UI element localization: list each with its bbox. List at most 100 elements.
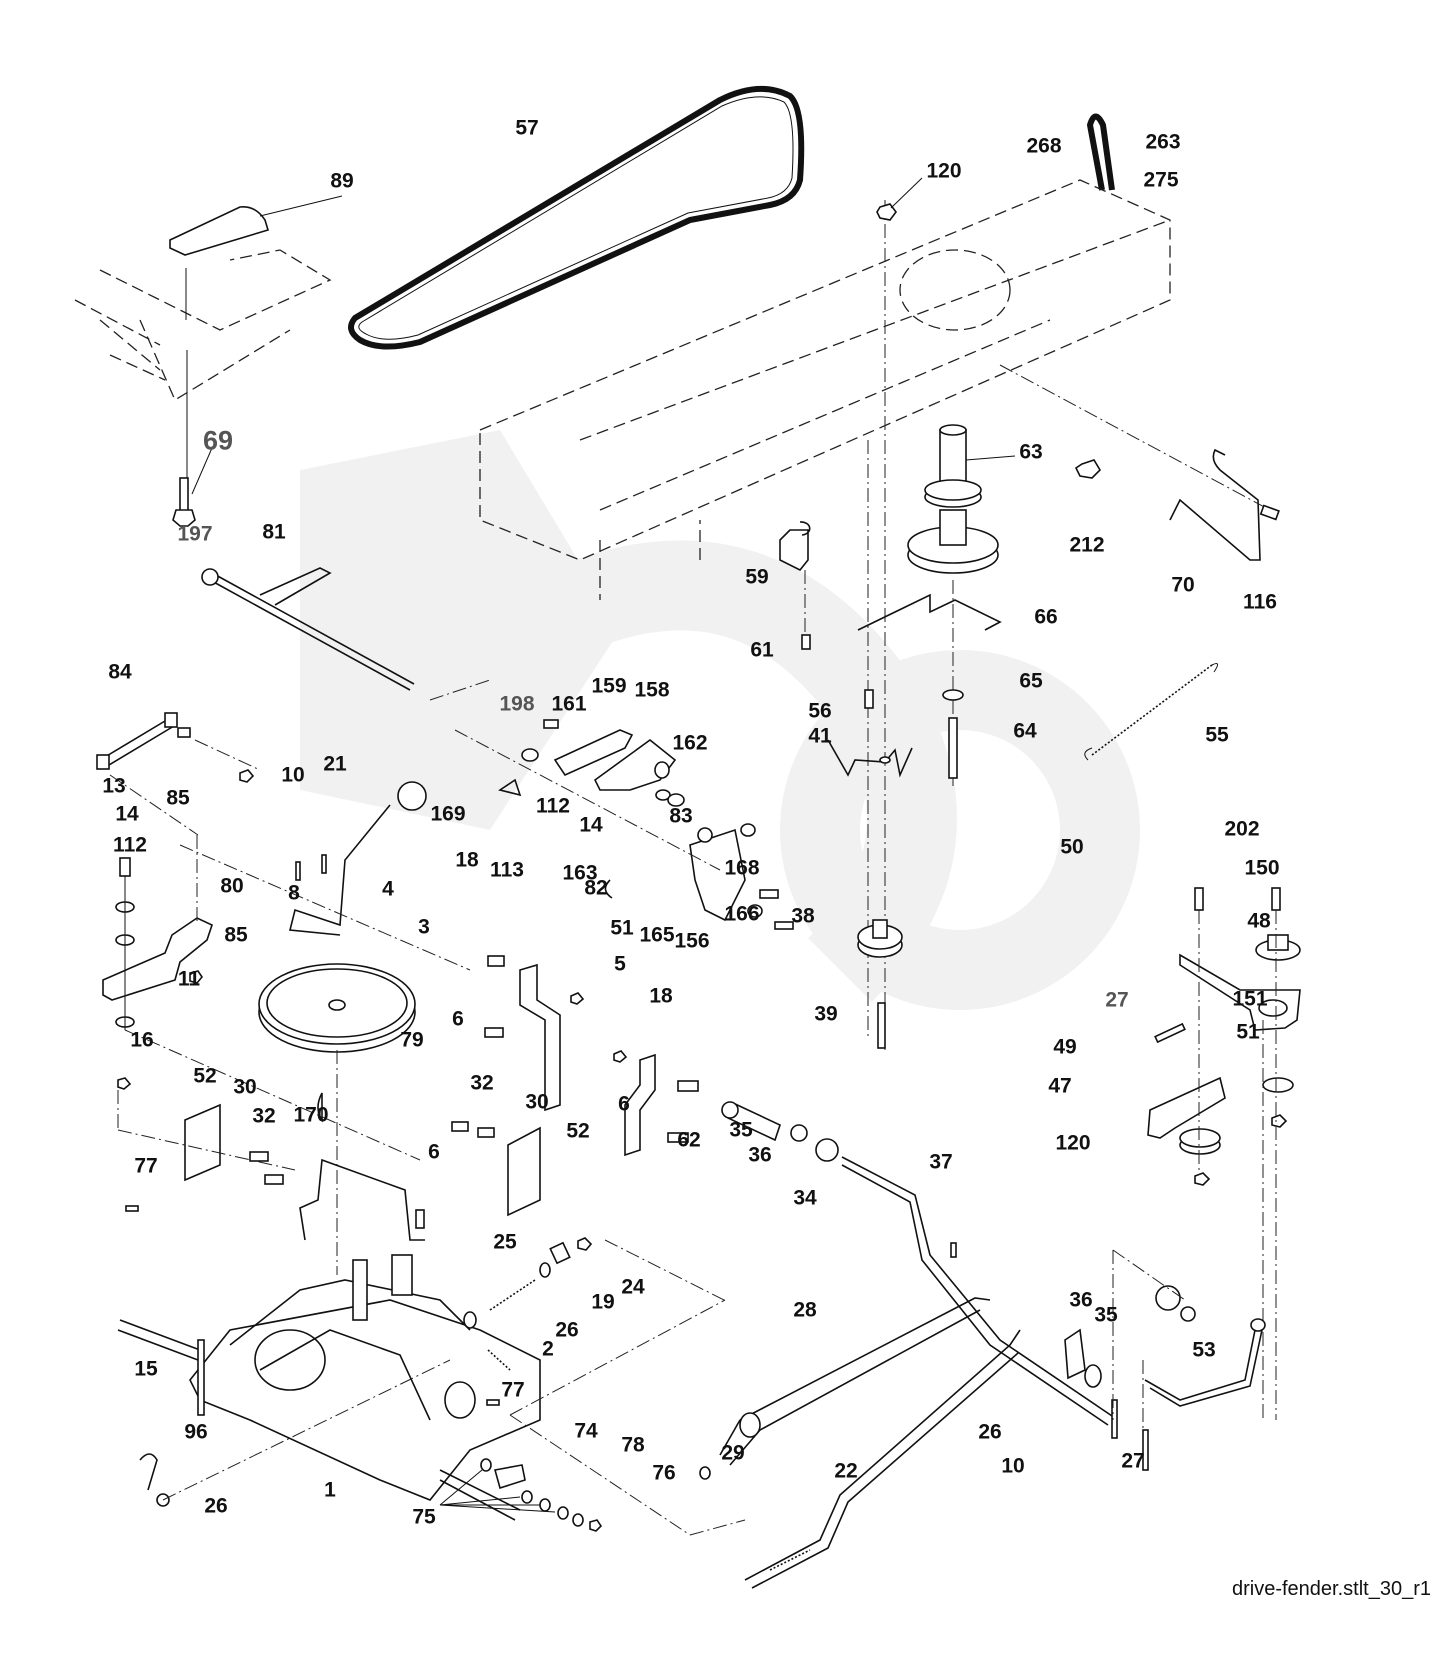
callout-36: 36 (1069, 1288, 1093, 1312)
callout-159: 159 (591, 674, 627, 698)
bracket-30b (507, 1126, 541, 1217)
bolt-56 (864, 689, 874, 709)
idler-pulley-assembly (907, 424, 1016, 574)
shift-rod (209, 579, 411, 691)
cross-shaft-34 (841, 1156, 1116, 1426)
callout-112: 112 (536, 794, 570, 818)
callout-263: 263 (1145, 130, 1181, 154)
callout-83: 83 (669, 804, 693, 828)
callout-18: 18 (455, 848, 479, 872)
callout-16: 16 (130, 1028, 154, 1052)
callout-151: 151 (1232, 987, 1268, 1011)
key-77b (486, 1399, 500, 1406)
callout-70: 70 (1171, 573, 1195, 597)
callout-166: 166 (724, 902, 760, 926)
callout-165: 165 (639, 923, 675, 947)
drive-belt (348, 85, 805, 350)
callout-10: 10 (281, 763, 305, 787)
callout-69: 69 (202, 425, 234, 456)
bolt-64 (948, 717, 958, 779)
washer-35 (790, 1124, 808, 1142)
callout-6: 6 (618, 1092, 630, 1116)
callout-47: 47 (1048, 1074, 1072, 1098)
callout-8: 8 (288, 881, 300, 905)
callout-14: 14 (579, 813, 603, 837)
nut (1074, 459, 1102, 479)
callout-37: 37 (929, 1150, 953, 1174)
callout-198: 198 (499, 692, 535, 716)
callout-30: 30 (525, 1090, 549, 1114)
callout-79: 79 (400, 1028, 424, 1052)
callout-53: 53 (1192, 1338, 1216, 1362)
small-belt (1087, 113, 1115, 191)
callout-25: 25 (493, 1230, 517, 1254)
callout-268: 268 (1026, 134, 1062, 158)
callout-26: 26 (978, 1420, 1002, 1444)
callout-197: 197 (177, 522, 213, 546)
callout-52: 52 (566, 1119, 590, 1143)
callout-27: 27 (1121, 1449, 1145, 1473)
callout-76: 76 (652, 1461, 676, 1485)
callout-275: 275 (1143, 168, 1179, 192)
bolt (179, 477, 189, 514)
callout-35: 35 (729, 1118, 753, 1142)
callout-163: 163 (562, 861, 598, 885)
callout-120: 120 (926, 159, 962, 183)
callout-5: 5 (614, 952, 626, 976)
rod-53 (1144, 1329, 1263, 1407)
callout-120: 120 (1055, 1131, 1091, 1155)
callout-34: 34 (793, 1186, 817, 1210)
cotter-27 (1142, 1429, 1149, 1471)
callout-30: 30 (233, 1075, 257, 1099)
callout-61: 61 (750, 638, 774, 662)
callout-156: 156 (674, 929, 710, 953)
rod-170 (299, 1158, 425, 1241)
spacer-74 (493, 1464, 526, 1490)
knob (397, 781, 427, 811)
callout-82: 82 (584, 876, 608, 900)
callout-22: 22 (834, 1459, 858, 1483)
callout-202: 202 (1224, 817, 1260, 841)
callout-150: 150 (1244, 856, 1280, 880)
lever-plate-80 (102, 917, 213, 1001)
link-rod (99, 717, 175, 769)
shift-plate (169, 205, 269, 256)
callout-56: 56 (808, 699, 832, 723)
callout-59: 59 (745, 565, 769, 589)
callout-55: 55 (1205, 723, 1229, 747)
bushing-35b (1180, 1306, 1196, 1322)
fender-outline (74, 249, 332, 401)
callout-15: 15 (134, 1357, 158, 1381)
rod-22 (744, 1329, 1021, 1589)
callout-85: 85 (224, 923, 248, 947)
bolt-116 (1259, 504, 1280, 521)
callout-65: 65 (1019, 669, 1043, 693)
callout-170: 170 (293, 1103, 329, 1127)
washer-36b (1155, 1285, 1181, 1311)
bushing-29 (699, 1466, 711, 1480)
belt-guide (857, 593, 1002, 631)
callout-6: 6 (428, 1140, 440, 1164)
nut-76 (589, 1519, 603, 1532)
callout-11: 11 (177, 967, 201, 991)
cotter-10 (1111, 1399, 1118, 1439)
callout-36: 36 (748, 1143, 772, 1167)
callout-13: 13 (102, 774, 126, 798)
belt-keeper (827, 739, 913, 778)
callout-18: 18 (649, 984, 673, 1008)
callout-116: 116 (1243, 590, 1277, 614)
callout-212: 212 (1069, 533, 1105, 557)
rod-28 (739, 1297, 991, 1431)
callout-2: 2 (542, 1337, 554, 1361)
tension-spring (1091, 664, 1213, 756)
callout-66: 66 (1034, 605, 1058, 629)
callout-35: 35 (1094, 1303, 1118, 1327)
callout-32: 32 (252, 1104, 276, 1128)
transaxle (117, 1254, 541, 1521)
callout-64: 64 (1013, 719, 1037, 743)
callout-52: 52 (193, 1064, 217, 1088)
callout-19: 19 (591, 1290, 615, 1314)
drive-pulley (258, 963, 416, 1053)
callout-10: 10 (1001, 1454, 1025, 1478)
